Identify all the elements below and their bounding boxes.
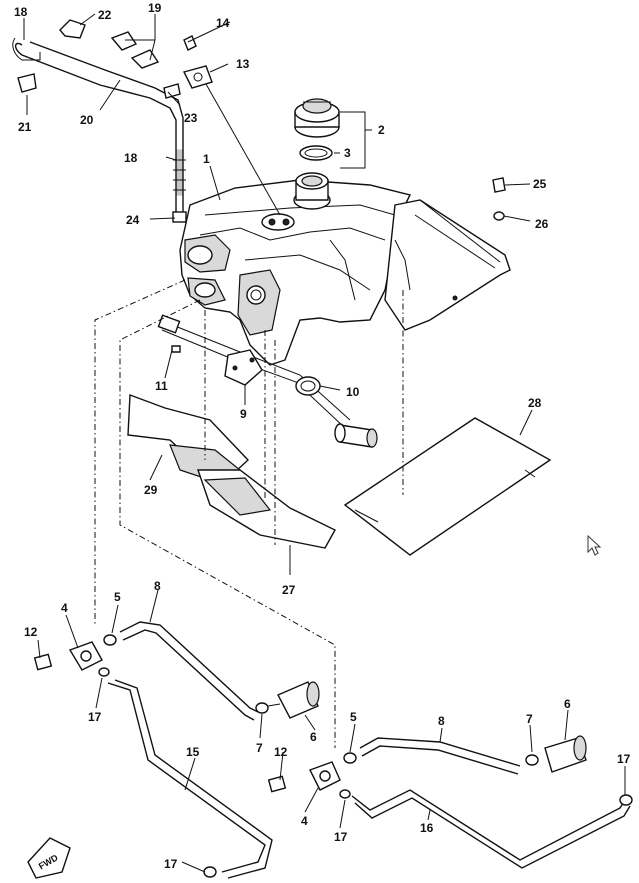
- callout-18-mid: 18: [124, 151, 138, 165]
- callout-labels: 1 2 3 4 4 5 5 6 6 7 7 8 8 9 10 11 12 12 …: [14, 1, 631, 871]
- fwd-badge: FWD: [27, 837, 71, 879]
- washer-26: [493, 211, 531, 222]
- leader-lines: [23, 13, 626, 873]
- fuel-filter-left: [255, 681, 320, 719]
- callout-8-right: 8: [438, 714, 445, 728]
- callout-9: 9: [240, 407, 247, 421]
- callout-3: 3: [344, 146, 351, 160]
- callout-6-left: 6: [310, 730, 317, 744]
- callout-12-right: 12: [274, 745, 288, 759]
- fuel-hose-8-right: [359, 737, 521, 775]
- construction-lines: [94, 279, 404, 748]
- callout-13: 13: [236, 57, 250, 71]
- callout-17-d: 17: [164, 857, 178, 871]
- fuel-filter-right: [525, 735, 587, 773]
- callout-17-b: 17: [334, 830, 348, 844]
- callout-23: 23: [184, 111, 198, 125]
- fuel-cock-right: [267, 752, 357, 799]
- callout-2: 2: [378, 123, 385, 137]
- fitting-25: [492, 177, 531, 193]
- heat-shield-29: [127, 394, 249, 481]
- callout-22: 22: [98, 8, 112, 22]
- heat-shield-28: [343, 417, 552, 556]
- fuel-cock-left: [33, 634, 117, 677]
- mouse-pointer-icon: [587, 534, 602, 556]
- fuel-hose-15: [107, 679, 273, 879]
- fuel-cap: [294, 98, 340, 138]
- callout-5-left: 5: [114, 590, 121, 604]
- callout-5-right: 5: [350, 710, 357, 724]
- heat-shield-27: [197, 469, 336, 549]
- callout-15: 15: [186, 745, 200, 759]
- callout-24: 24: [126, 213, 140, 227]
- callout-17-c: 17: [617, 752, 631, 766]
- callout-7-left: 7: [256, 741, 263, 755]
- callout-12-left: 12: [24, 625, 38, 639]
- callout-28: 28: [528, 396, 542, 410]
- callout-21: 21: [18, 120, 32, 134]
- callout-27: 27: [282, 583, 296, 597]
- callout-6-right: 6: [564, 697, 571, 711]
- callout-29: 29: [144, 483, 158, 497]
- fuel-cap-gasket: [299, 145, 333, 161]
- callout-8-left: 8: [154, 579, 161, 593]
- callout-4-right: 4: [301, 814, 308, 828]
- callout-20: 20: [80, 113, 94, 127]
- callout-26: 26: [535, 217, 549, 231]
- breather-hose-assembly: [12, 19, 281, 223]
- callout-11: 11: [155, 379, 168, 393]
- callout-19: 19: [148, 1, 162, 15]
- callout-1: 1: [203, 152, 210, 166]
- fuel-hose-16: [351, 789, 633, 869]
- callout-18-top: 18: [14, 5, 28, 19]
- fuel-tank: [179, 172, 511, 366]
- callout-17-a: 17: [88, 710, 102, 724]
- callout-25: 25: [533, 177, 547, 191]
- callout-4-left: 4: [61, 601, 68, 615]
- callout-14: 14: [216, 16, 230, 30]
- fuel-hose-8-left: [119, 621, 259, 721]
- callout-7-right: 7: [526, 712, 533, 726]
- callout-16: 16: [420, 821, 434, 835]
- fuel-sender-unit: [157, 314, 378, 448]
- callout-10: 10: [346, 385, 360, 399]
